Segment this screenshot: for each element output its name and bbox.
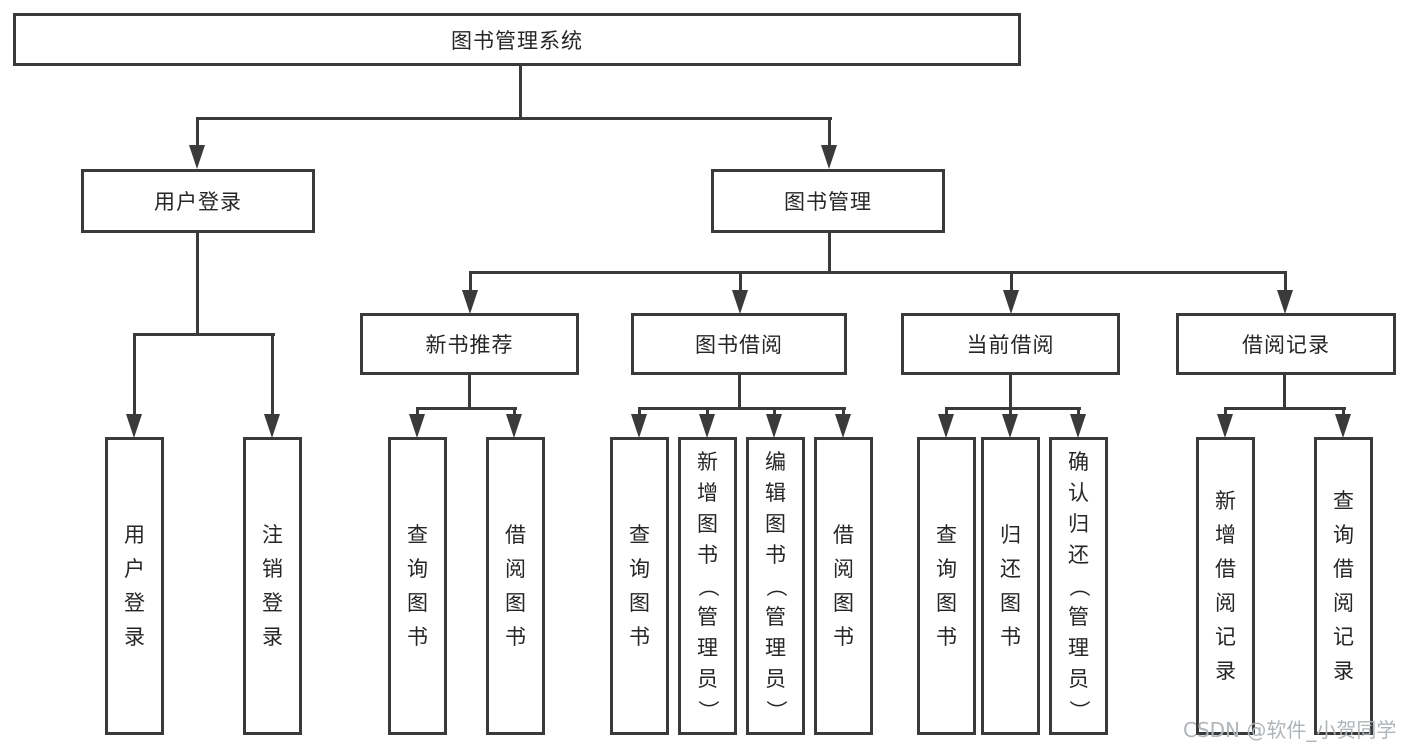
edge-currentborrow-drop [1009,375,1012,410]
arrow-down-icon [699,407,715,438]
arrow-down-icon [938,407,954,438]
node-leaf-newbook-query: 查询图书 [388,437,447,735]
node-current-borrow: 当前借阅 [901,313,1120,375]
node-leaf-borrow-borrow: 借阅图书 [814,437,873,735]
arrow-down-icon [126,333,142,438]
node-new-books: 新书推荐 [360,313,579,375]
node-borrow-records-label: 借阅记录 [1242,333,1330,357]
node-leaf-record-query-label: 查询借阅记录 [1333,489,1354,683]
node-user-login: 用户登录 [81,169,315,233]
arrow-down-icon [1217,407,1233,438]
arrow-down-icon [264,333,280,438]
node-leaf-current-query: 查询图书 [917,437,976,735]
node-leaf-record-query: 查询借阅记录 [1314,437,1373,735]
node-leaf-record-add: 新增借阅记录 [1196,437,1255,735]
node-leaf-record-add-label: 新增借阅记录 [1215,489,1236,683]
node-leaf-borrow-add: 新增图书（管理员） [678,437,737,735]
node-leaf-current-confirm-label: 确认归还（管理员） [1067,449,1091,721]
node-leaf-borrow-borrow-label: 借阅图书 [833,523,854,649]
node-leaf-newbook-borrow: 借阅图书 [486,437,545,735]
node-leaf-borrow-query: 查询图书 [610,437,669,735]
edge-root-drop [519,66,522,120]
node-book-mgmt: 图书管理 [711,169,945,233]
arrow-down-icon [631,407,647,438]
edge-userlogin-drop [196,233,199,336]
arrow-down-icon [506,407,522,438]
arrow-down-icon [732,271,748,314]
node-leaf-current-query-label: 查询图书 [936,523,957,649]
node-leaf-borrow-add-label: 新增图书（管理员） [696,449,720,721]
node-leaf-newbook-query-label: 查询图书 [407,523,428,649]
edge-bookmgmt-span [469,271,1287,274]
node-leaf-current-return-label: 归还图书 [1000,523,1021,649]
node-leaf-borrow-edit-label: 编辑图书（管理员） [764,449,788,721]
node-leaf-borrow-query-label: 查询图书 [629,523,650,649]
edge-bookmgmt-drop [828,233,831,274]
edge-newbooks-drop [468,375,471,410]
node-user-login-label: 用户登录 [154,190,242,214]
node-book-borrow: 图书借阅 [631,313,847,375]
node-new-books-label: 新书推荐 [425,333,514,357]
node-leaf-logout: 注销登录 [243,437,302,735]
edge-newbooks-span [416,407,517,410]
csdn-watermark: CSDN @软件_小贺同学 [1183,718,1397,742]
node-current-borrow-label: 当前借阅 [966,333,1055,357]
arrow-down-icon [821,117,837,169]
arrow-down-icon [1070,407,1086,438]
arrow-down-icon [1002,407,1018,438]
edge-records-span [1224,407,1346,410]
node-leaf-logout-label: 注销登录 [262,523,283,649]
node-leaf-current-return: 归还图书 [981,437,1040,735]
edge-bookborrow-span [638,407,846,410]
arrow-down-icon [766,407,782,438]
node-leaf-user-login: 用户登录 [105,437,164,735]
node-leaf-newbook-borrow-label: 借阅图书 [505,523,526,649]
node-leaf-user-login-label: 用户登录 [124,523,145,649]
node-book-mgmt-label: 图书管理 [784,190,872,214]
node-borrow-records: 借阅记录 [1176,313,1396,375]
arrow-down-icon [1277,271,1293,314]
edge-records-drop [1283,375,1286,410]
node-leaf-borrow-edit: 编辑图书（管理员） [746,437,805,735]
edge-currentborrow-span [945,407,1081,410]
arrow-down-icon [835,407,851,438]
arrow-down-icon [189,117,205,169]
edge-root-span [196,117,832,120]
edge-userlogin-span [133,333,275,336]
node-book-borrow-label: 图书借阅 [695,333,783,357]
node-leaf-current-confirm: 确认归还（管理员） [1049,437,1108,735]
arrow-down-icon [1003,271,1019,314]
node-root: 图书管理系统 [13,13,1021,66]
edge-bookborrow-drop [738,375,741,410]
arrow-down-icon [1335,407,1351,438]
arrow-down-icon [409,407,425,438]
node-root-label: 图书管理系统 [451,28,583,53]
arrow-down-icon [462,271,478,314]
